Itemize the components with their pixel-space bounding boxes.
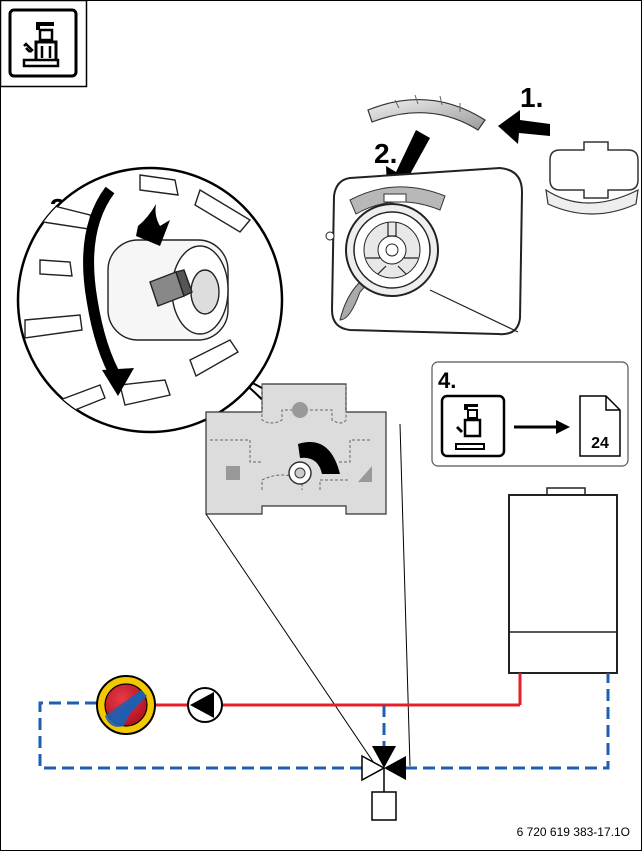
valve-actuator — [325, 166, 524, 336]
page-reference: 24 — [591, 435, 609, 452]
step4-label: 4. — [438, 368, 456, 393]
part-number: 6 720 619 383-17.1O — [516, 825, 630, 839]
zoom-callout — [16, 166, 301, 445]
cold-return-line — [38, 673, 610, 770]
three-way-valve-body — [205, 383, 387, 515]
boiler — [508, 487, 618, 674]
three-way-valve-symbol — [361, 746, 406, 821]
actuator-adapter — [545, 141, 639, 215]
heating-circuit-symbol — [96, 675, 156, 735]
valve-actuator-box — [371, 791, 397, 821]
page-icon — [579, 395, 621, 457]
header-technician-icon — [0, 0, 88, 88]
hot-supply-line — [155, 673, 522, 707]
step4-box: 4. 24 — [431, 361, 629, 467]
valve-cap-piece — [367, 94, 486, 131]
pump-icon — [187, 687, 223, 723]
step1-label: 1. — [520, 82, 543, 113]
arrow-step1 — [498, 110, 550, 144]
step2-label: 2. — [374, 138, 397, 169]
